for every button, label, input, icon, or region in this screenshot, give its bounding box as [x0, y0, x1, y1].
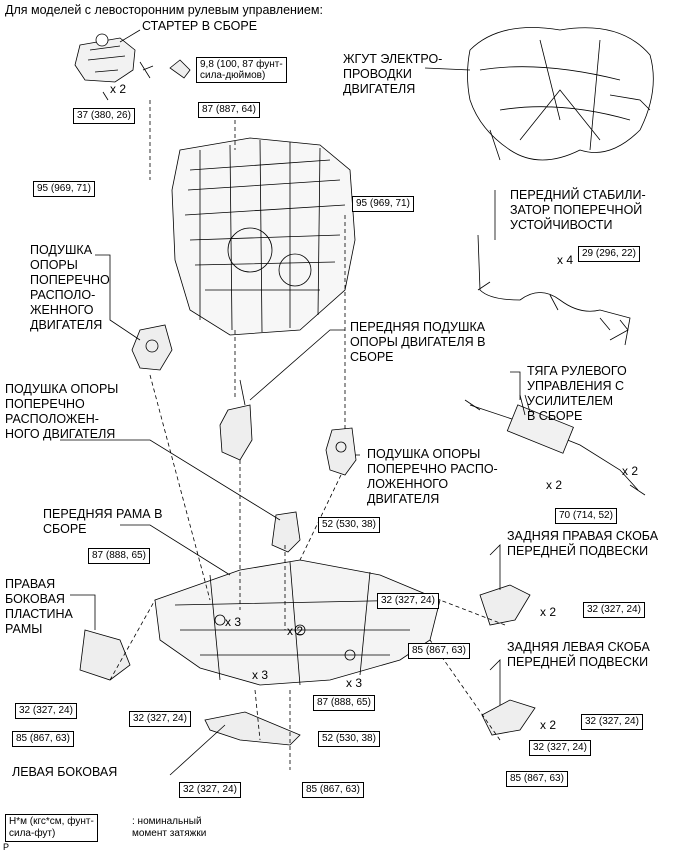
torque-spec: 87 (888, 65): [88, 548, 150, 564]
label-wire-harness: ЖГУТ ЭЛЕКТРО- ПРОВОДКИ ДВИГАТЕЛЯ: [343, 52, 443, 96]
bolt-count: x 2: [110, 82, 127, 96]
torque-spec: 32 (327, 24): [529, 740, 591, 756]
torque-spec: 32 (327, 24): [377, 593, 439, 609]
label-rear-left-bracket: ЗАДНЯЯ ЛЕВАЯ СКОБА ПЕРЕДНЕЙ ПОДВЕСКИ: [507, 640, 650, 669]
mount-right-drawing: [325, 427, 357, 476]
bolt-count: x 2: [622, 464, 639, 478]
bolt-count: x 2: [540, 605, 557, 619]
torque-spec: 85 (867, 63): [408, 643, 470, 659]
torque-spec: 32 (327, 24): [15, 703, 77, 719]
torque-spec: 95 (969, 71): [33, 181, 95, 197]
label-starter: СТАРТЕР В СБОРЕ: [142, 19, 258, 33]
torque-spec: 85 (867, 63): [506, 771, 568, 787]
starter-drawing: [74, 33, 191, 83]
bolt-count: x 2: [540, 718, 557, 732]
bolt-count: x 3: [225, 615, 242, 629]
left-side-plate-drawing: [204, 711, 301, 746]
front-frame-drawing: [154, 559, 441, 686]
torque-spec: 85 (867, 63): [12, 731, 74, 747]
torque-spec: 32 (327, 24): [581, 714, 643, 730]
legend-description: : номинальный момент затяжки: [132, 816, 207, 839]
label-steering-rack: ТЯГА РУЛЕВОГО УПРАВЛЕНИЯ С УСИЛИТЕЛЕМ В …: [527, 364, 627, 423]
label-right-side-plate: ПРАВАЯ БОКОВАЯ ПЛАСТИНА РАМЫ: [5, 577, 73, 636]
torque-spec: 29 (296, 22): [578, 246, 640, 262]
stabilizer-drawing: [477, 234, 631, 346]
rear-right-bracket-drawing: [479, 584, 531, 626]
label-stabilizer: ПЕРЕДНИЙ СТАБИЛИ- ЗАТОР ПОПЕРЕЧНОЙ УСТОЙ…: [510, 188, 646, 232]
bolt-count: x 2: [546, 478, 563, 492]
label-mount-right: ПОДУШКА ОПОРЫ ПОПЕРЕЧНО РАСПО- ЛОЖЕННОГО…: [367, 447, 498, 506]
torque-spec: 32 (327, 24): [583, 602, 645, 618]
mount-left-drawing: [131, 324, 173, 371]
torque-spec: 85 (867, 63): [302, 782, 364, 798]
label-mount-left: ПОДУШКА ОПОРЫ ПОПЕРЕЧНО РАСПОЛО- ЖЕННОГО…: [30, 243, 110, 332]
engine-drawing: [171, 137, 356, 336]
front-mount-drawing: [219, 379, 253, 461]
diagram-header: Для моделей с левосторонним рулевым упра…: [5, 3, 323, 17]
torque-spec: 95 (969, 71): [352, 196, 414, 212]
right-side-plate-drawing: [79, 629, 131, 681]
label-mount-rear-left: ПОДУШКА ОПОРЫ ПОПЕРЕЧНО РАСПОЛОЖЕН- НОГО…: [5, 382, 119, 441]
bolt-count: x 3: [252, 668, 269, 682]
torque-spec: 70 (714, 52): [555, 508, 617, 524]
bolt-count: x 4: [557, 253, 574, 267]
torque-spec: 32 (327, 24): [179, 782, 241, 798]
rear-left-bracket-drawing: [481, 699, 536, 736]
legend-unit-box: Н*м (кгс*см, фунт- сила-фут): [5, 814, 98, 842]
torque-spec: 9,8 (100, 87 фунт- сила-дюймов): [196, 57, 287, 83]
torque-spec: 87 (887, 64): [198, 102, 260, 118]
torque-spec: 52 (530, 38): [318, 731, 380, 747]
bolt-count: x 3: [346, 676, 363, 690]
mount-rear-left-drawing: [271, 511, 301, 553]
torque-spec: 37 (380, 26): [73, 108, 135, 124]
wire-harness-drawing: [467, 27, 654, 161]
label-left-side: ЛЕВАЯ БОКОВАЯ: [12, 765, 118, 779]
torque-spec: 87 (888, 65): [313, 695, 375, 711]
label-front-mount: ПЕРЕДНЯЯ ПОДУШКА ОПОРЫ ДВИГАТЕЛЯ В СБОРЕ: [350, 320, 486, 364]
label-rear-right-bracket: ЗАДНЯЯ ПРАВАЯ СКОБА ПЕРЕДНЕЙ ПОДВЕСКИ: [507, 529, 659, 558]
torque-spec: 32 (327, 24): [129, 711, 191, 727]
torque-spec: 52 (530, 38): [318, 517, 380, 533]
footer-code: P: [3, 842, 10, 852]
steering-rack-drawing: [464, 394, 646, 496]
label-front-frame: ПЕРЕДНЯЯ РАМА В СБОРЕ: [43, 507, 163, 536]
bolt-count: x 2: [287, 624, 304, 638]
